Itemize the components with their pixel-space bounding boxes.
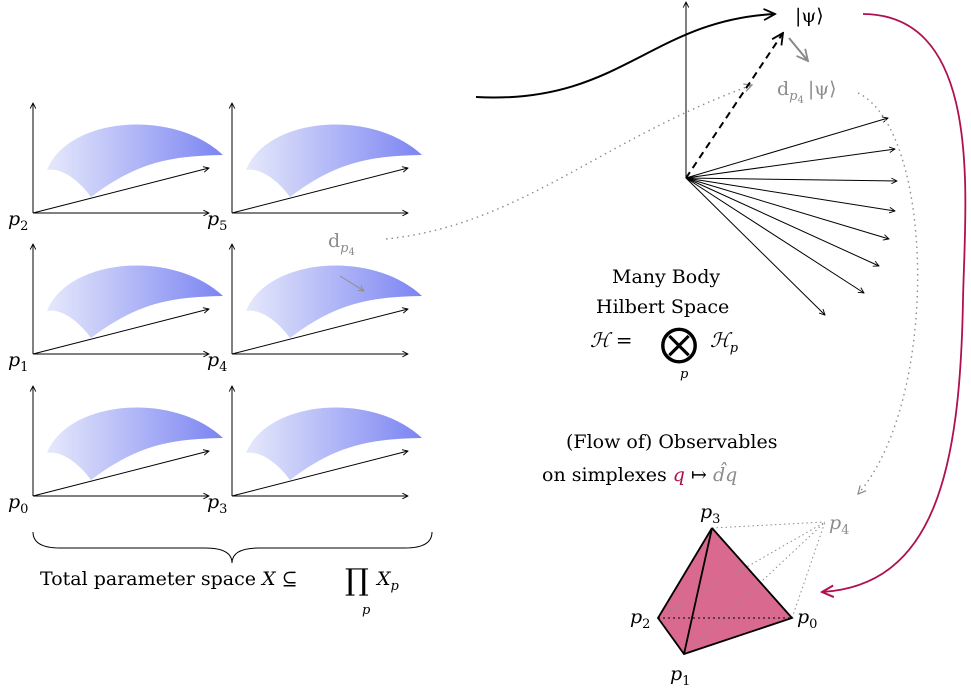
panel-label: p0 [8,491,28,517]
parameter-panel: p3 [207,386,422,517]
hilbert-vector [685,177,864,293]
hilbert-vector [685,177,879,266]
dp4-flow-curve [385,85,752,240]
simplex-label-p0: p0 [797,606,817,632]
product-symbol: ∏ [345,563,369,598]
dpsi-flow-curve [858,92,919,494]
hilbert-equation: ℋ= [590,328,633,352]
parameter-surface [246,407,422,480]
panel-z-axis [231,309,408,355]
otimes-subscript: p [680,367,689,382]
panels-brace [32,531,433,564]
parameter-panel: p1 [8,244,223,375]
product-subscript: p [362,603,371,618]
dp4-left-label: dp4 [328,230,355,258]
hilbert-vector [685,149,895,179]
parameter-surface [246,265,422,338]
psi-flow-curve [475,14,775,99]
hilbert-vector [685,177,897,181]
panel-z-axis [231,168,408,214]
simplex-label-p4: p4 [829,512,849,538]
panel-label: p3 [207,491,227,517]
dpsi-label: dp4|ψ⟩ [777,78,837,106]
hilbert-caption-line2: Hilbert Space [596,296,729,318]
parameter-surface [246,124,422,197]
simplex [656,521,826,656]
xp-symbol: Xp [375,568,400,594]
panel-z-axis [32,168,209,214]
panel-z-axis [32,451,209,497]
hilbert-caption-line1: Many Body [612,266,720,288]
panel-label: p4 [207,349,227,375]
hp-symbol: ℋp [710,328,739,356]
parameter-panels: p2 p5 p1 p4 p0 p3 [8,103,422,517]
panel-label: p2 [8,208,28,234]
hilbert-vector [685,177,889,239]
psi-to-simplex-curve [822,13,967,592]
parameter-surface [47,407,223,480]
otimes-symbol: ⨂ [660,321,698,365]
simplex-label-p3: p3 [700,501,720,527]
observables-line2: on simplexes q ↦ d̂q [542,461,737,486]
simplex-labels: p3 p4 p2 p0 p1 [630,501,849,689]
simplex-label-p1: p1 [670,663,690,689]
parameter-panel: p0 [8,386,223,517]
panel-z-axis [32,309,209,355]
parameter-panel: p4 [207,244,422,375]
panel-label: p1 [8,349,28,375]
parameter-panel: p2 [8,103,223,234]
tangent-vector [339,275,364,291]
hilbert-vector [685,177,895,211]
parameter-surface [47,124,223,197]
panel-label: p5 [207,208,227,234]
observables-line1: (Flow of) Observables [566,431,777,453]
panel-z-axis [231,451,408,497]
parameter-panel: p5 [207,103,422,234]
parameter-surface [47,265,223,338]
hilbert-vector [685,177,825,315]
psi-ket: |ψ⟩ [795,5,824,27]
hilbert-fan [686,2,897,315]
psi-vector [685,33,783,179]
hilbert-vector [685,118,888,179]
param-space-caption: Total parameter space X⊆ [40,568,298,590]
dpsi-tangent-arrow [788,37,808,61]
simplex-label-p2: p2 [630,606,650,632]
